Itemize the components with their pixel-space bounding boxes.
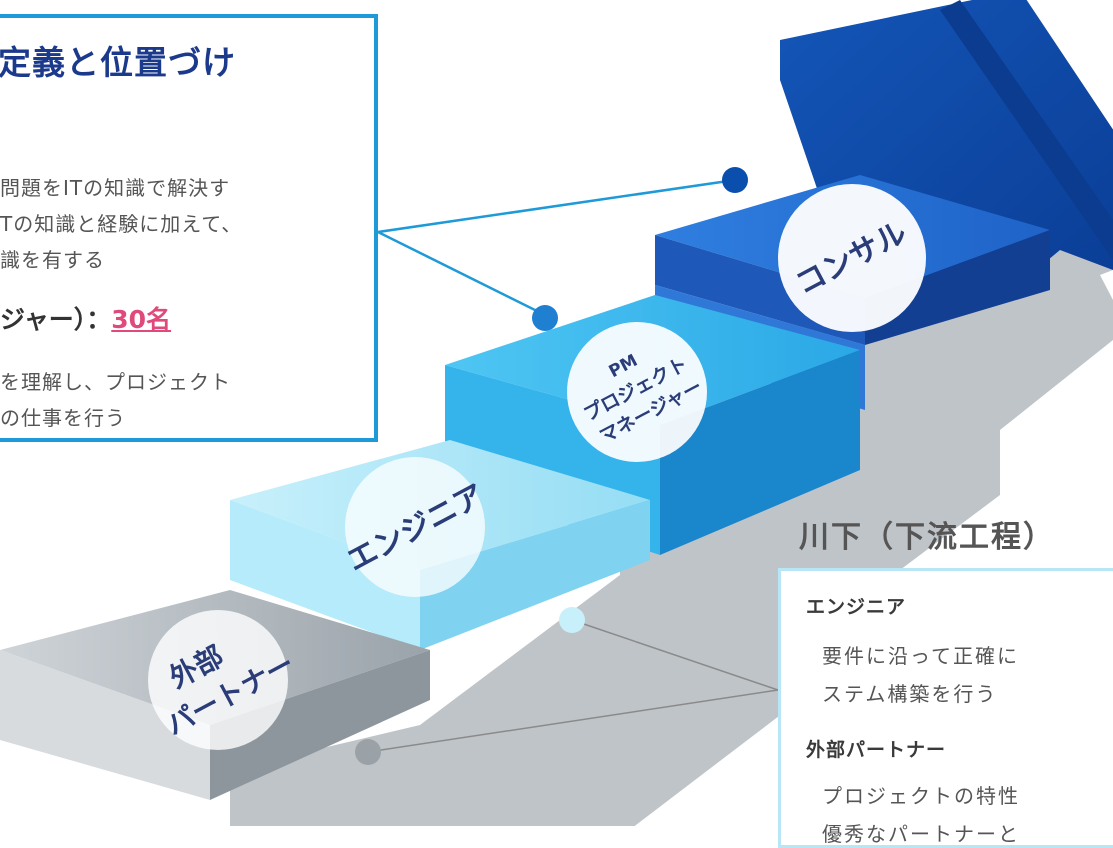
- engineer-desc-line-2: ステム構築を行う: [822, 682, 998, 706]
- definition-title: 定義と位置づけ: [0, 43, 236, 82]
- consultant-desc-line-2: Tの知識と経験に加えて、: [0, 212, 243, 236]
- arrow-edge: [940, 0, 1113, 260]
- step-pm-side: [660, 350, 860, 555]
- pm-desc-line-2: の仕事を行う: [0, 406, 126, 430]
- step-partner-riser: [0, 650, 210, 800]
- connector-line-partner: [367, 689, 779, 753]
- pm-role-heading: ジャー）：30名: [0, 300, 171, 336]
- partner-desc-line-1: プロジェクトの特性: [822, 784, 1020, 808]
- consultant-desc-line-1: 問題をITの知識で解決す: [0, 176, 231, 200]
- downstream-title: 川下（下流工程）: [799, 520, 1055, 555]
- dot-pm: [532, 305, 558, 331]
- connector-line-pm: [377, 230, 546, 317]
- connector-line-consultant: [377, 178, 736, 234]
- definition-panel: [0, 14, 378, 442]
- engineer-desc-line-1: 要件に沿って正確に: [822, 644, 1019, 668]
- engineer-heading: エンジニア: [806, 596, 907, 618]
- consultant-desc-line-3: 識を有する: [0, 248, 105, 272]
- pm-count: 30名: [111, 305, 172, 334]
- pm-role-prefix: ジャー）：: [0, 305, 112, 334]
- dot-partner: [355, 739, 381, 765]
- downstream-panel: [778, 568, 1113, 848]
- partner-desc-line-2: 優秀なパートナーと: [822, 822, 1020, 846]
- step-engineer-riser: [230, 500, 420, 650]
- step-engineer-side: [420, 500, 650, 650]
- circle-consultant: [778, 184, 926, 332]
- circle-pm: [567, 322, 707, 462]
- staircase-graphic: コンサル PM プロジェクト マネージャー エンジニア 外部 パートナー: [0, 0, 1113, 826]
- step-partner-side: [210, 650, 430, 800]
- partner-heading: 外部パートナー: [806, 739, 947, 761]
- step-consultant-side: [865, 230, 1050, 345]
- circle-engineer: [345, 457, 485, 597]
- dot-engineer: [559, 607, 585, 633]
- circle-partner: [148, 610, 288, 750]
- connector-line-engineer: [571, 619, 779, 691]
- dot-consultant: [722, 167, 748, 193]
- pm-desc-line-1: を理解し、プロジェクト: [0, 370, 231, 394]
